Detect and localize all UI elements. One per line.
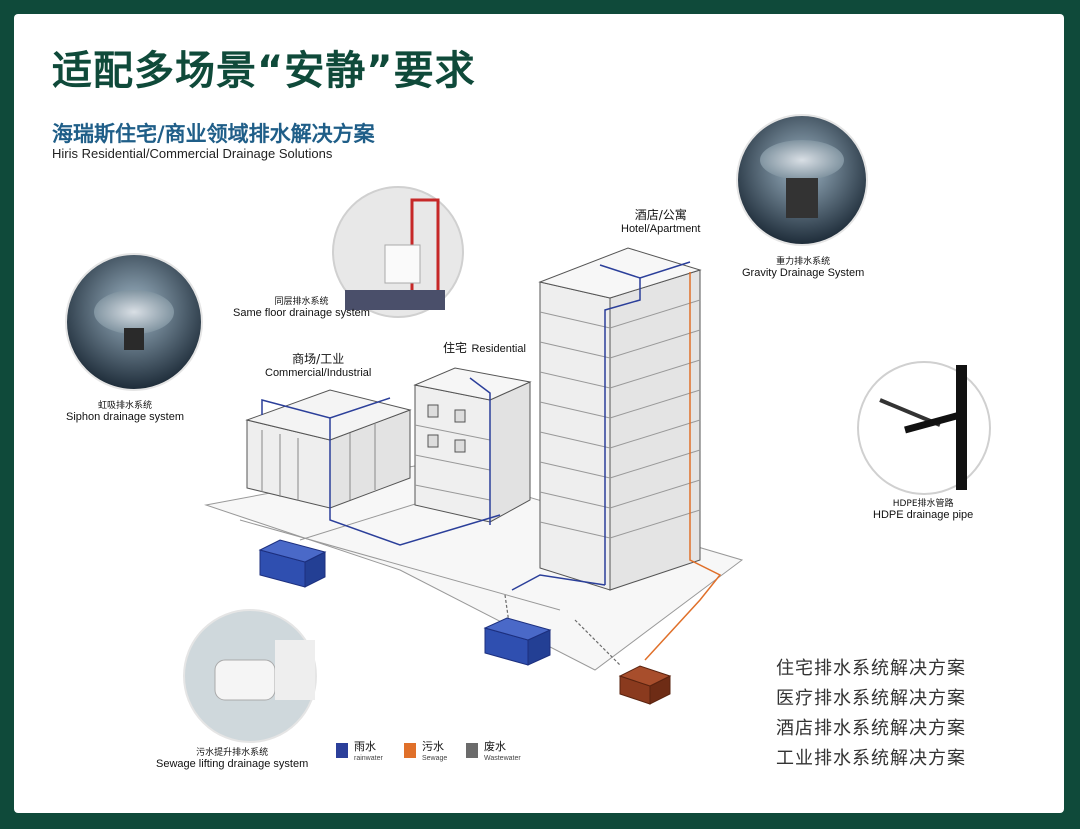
commercial-label-en: Commercial/Industrial bbox=[265, 367, 372, 379]
sewage-lift-label-cn: 污水提升排水系统 bbox=[196, 748, 269, 758]
same-floor-label-cn: 同层排水系统 bbox=[274, 297, 329, 307]
solution-residential: 住宅排水系统解决方案 bbox=[776, 658, 966, 679]
legend-sewage-en: Sewage bbox=[422, 755, 448, 762]
gravity-label-en: Gravity Drainage System bbox=[742, 267, 865, 279]
commercial-building bbox=[245, 389, 412, 509]
rainwater-pipes bbox=[261, 261, 691, 591]
sewage-lift-photo bbox=[183, 609, 317, 743]
sewage-lift-label-en: Sewage lifting drainage system bbox=[156, 758, 309, 770]
siphon-label-cn: 虹吸排水系统 bbox=[98, 401, 153, 411]
rainwater-tank-left bbox=[258, 539, 327, 588]
siphon-label: 虹吸排水系统 Siphon drainage system bbox=[66, 398, 184, 423]
residential-label-en: Residential bbox=[471, 343, 526, 355]
hdpe-label: HDPE排水管路 HDPE drainage pipe bbox=[873, 496, 973, 521]
subtitle-en: Hiris Residential/Commercial Drainage So… bbox=[52, 146, 333, 161]
hotel-label-en: Hotel/Apartment bbox=[621, 223, 701, 235]
sewage-tank bbox=[618, 665, 672, 705]
legend-wastewater-cn: 废水 bbox=[484, 740, 506, 753]
residential-building bbox=[413, 367, 532, 523]
subtitle-cn: 海瑞斯住宅/商业领域排水解决方案 bbox=[52, 122, 375, 146]
hotel-label-cn: 酒店/公寓 bbox=[634, 208, 687, 222]
same-floor-label-en: Same floor drainage system bbox=[233, 307, 370, 319]
residential-label-cn: 住宅 bbox=[443, 341, 468, 355]
page-title: 适配多场景“安静”要求 bbox=[52, 48, 476, 94]
legend-item-rainwater: 雨水 rainwater bbox=[336, 741, 383, 762]
residential-label: 住宅 Residential bbox=[443, 339, 526, 357]
sewage-pipes bbox=[644, 272, 722, 661]
siphon-label-en: Siphon drainage system bbox=[66, 411, 185, 423]
legend-rainwater-en: rainwater bbox=[354, 755, 383, 762]
commercial-label: 商场/工业 Commercial/Industrial bbox=[265, 350, 371, 379]
hdpe-pipe-photo bbox=[857, 361, 991, 495]
legend-item-wastewater: 废水 Wastewater bbox=[466, 741, 521, 762]
legend-sewage-cn: 污水 bbox=[422, 740, 444, 753]
legend-wastewater-en: Wastewater bbox=[484, 755, 521, 762]
legend-item-sewage: 污水 Sewage bbox=[404, 741, 447, 762]
legend-rainwater-cn: 雨水 bbox=[354, 740, 376, 753]
same-floor-drain-photo bbox=[332, 186, 464, 318]
legend-swatch-rainwater bbox=[336, 743, 348, 758]
solution-medical: 医疗排水系统解决方案 bbox=[776, 688, 966, 709]
hotel-label: 酒店/公寓 Hotel/Apartment bbox=[621, 206, 700, 235]
legend-swatch-sewage bbox=[404, 743, 416, 758]
siphon-drain-photo bbox=[65, 253, 203, 391]
solution-industrial: 工业排水系统解决方案 bbox=[776, 748, 966, 769]
rainwater-tank-center bbox=[483, 617, 552, 666]
gravity-label-cn: 重力排水系统 bbox=[776, 257, 831, 267]
legend-swatch-wastewater bbox=[466, 743, 478, 758]
gravity-drain-photo bbox=[736, 114, 868, 246]
hdpe-label-en: HDPE drainage pipe bbox=[873, 509, 974, 521]
same-floor-label: 同层排水系统 Same floor drainage system bbox=[233, 294, 370, 319]
commercial-label-cn: 商场/工业 bbox=[292, 352, 345, 366]
sewage-lift-label: 污水提升排水系统 Sewage lifting drainage system bbox=[156, 745, 308, 770]
hotel-building bbox=[538, 247, 702, 591]
gravity-label: 重力排水系统 Gravity Drainage System bbox=[742, 254, 864, 279]
hdpe-label-cn: HDPE排水管路 bbox=[892, 499, 954, 509]
solution-hotel: 酒店排水系统解决方案 bbox=[776, 718, 966, 739]
